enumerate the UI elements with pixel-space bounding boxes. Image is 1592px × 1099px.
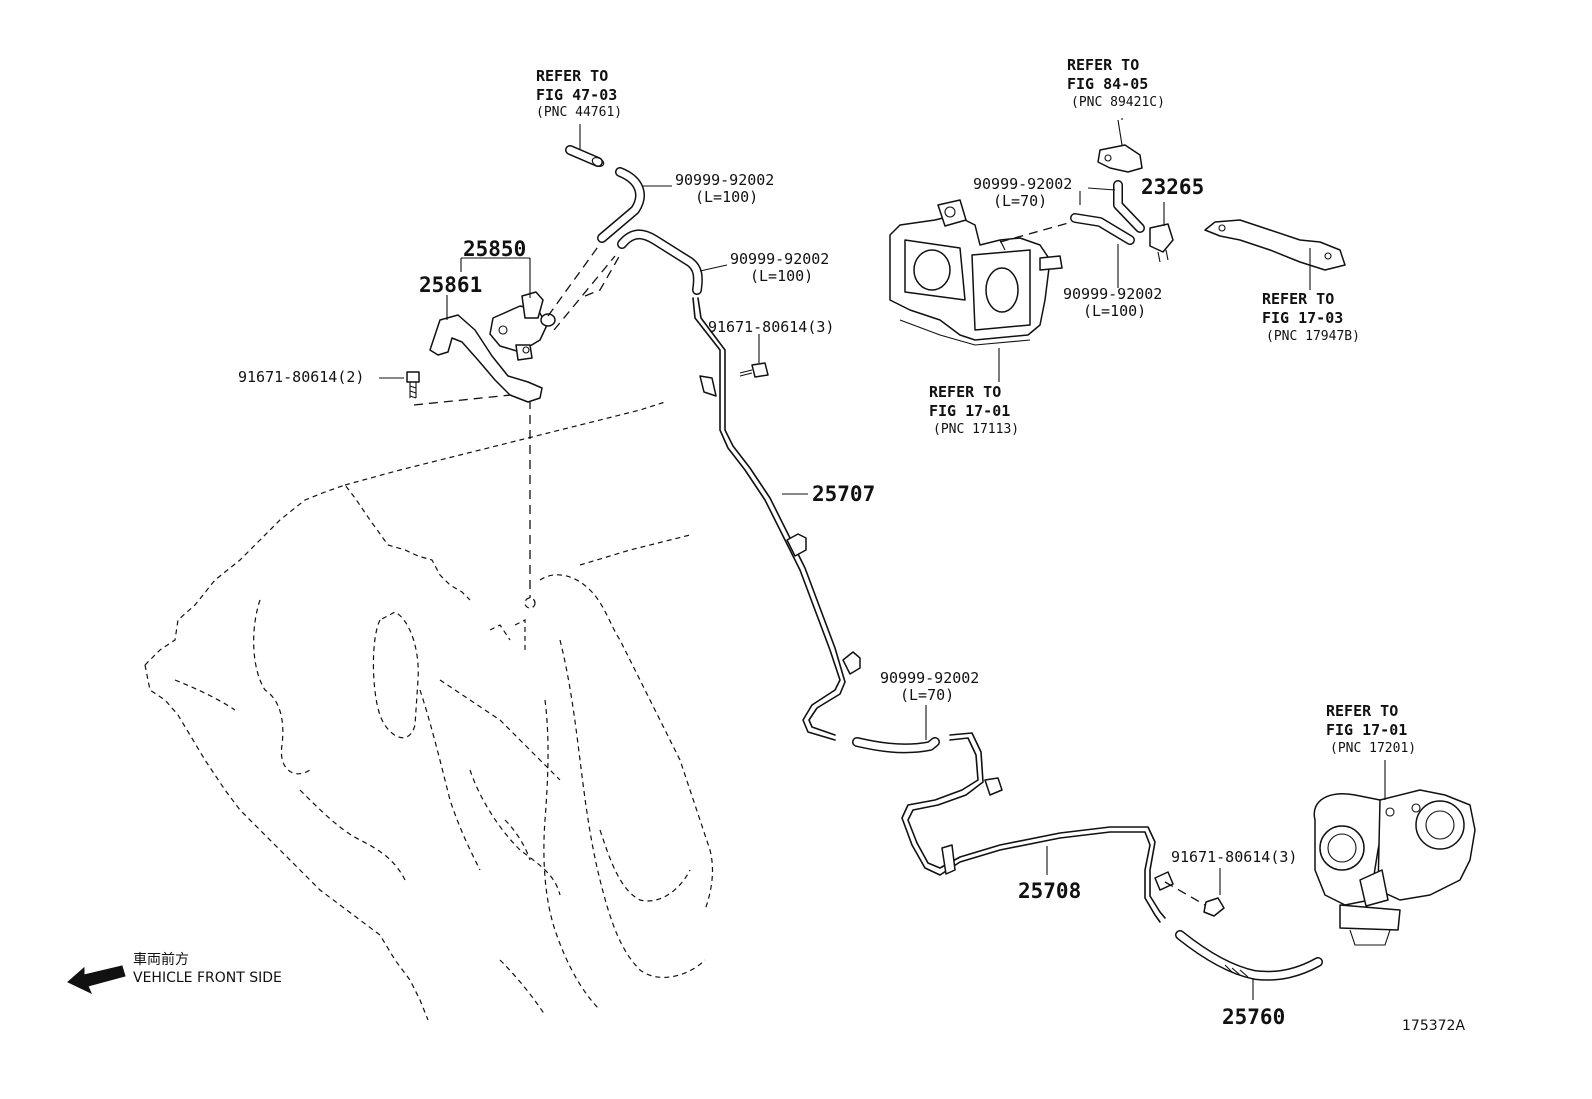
- ref-line3: (PNC 89421C): [1071, 95, 1165, 110]
- ref-line3: (PNC 17201): [1330, 741, 1416, 756]
- hose-label-h1: 90999-92002 (L=100): [675, 171, 774, 206]
- pipe-25707: [692, 297, 861, 741]
- hose-part-number: 90999-92002: [880, 669, 979, 687]
- part-label-25861: 25861: [419, 273, 482, 297]
- ref-line1: REFER TO: [1262, 290, 1334, 308]
- pipe-25708: [901, 732, 1174, 923]
- engine-block-outline: [144, 401, 714, 1021]
- hose-25760: [1175, 930, 1323, 981]
- ref-fig-17-01-upper: REFER TO FIG 17-01 (PNC 17113): [929, 383, 1019, 437]
- hose-length: (L=70): [900, 686, 954, 704]
- ref-line3: (PNC 44761): [536, 105, 622, 120]
- ref-fig-47-03: REFER TO FIG 47-03 (PNC 44761): [536, 67, 622, 120]
- bolt-icon: [406, 371, 420, 399]
- direction-label-en: VEHICLE FRONT SIDE: [133, 970, 282, 986]
- ref-line1: REFER TO: [1326, 702, 1398, 720]
- hose-label-h2: 90999-92002 (L=100): [730, 250, 829, 285]
- hose-part-number: 90999-92002: [675, 171, 774, 189]
- ref-line2: FIG 47-03: [536, 86, 617, 104]
- hose-h3: [1113, 180, 1145, 233]
- ref-line3: (PNC 17113): [933, 422, 1019, 437]
- part-label-25760: 25760: [1222, 1005, 1285, 1029]
- hose-h2: [617, 229, 703, 295]
- ref-line1: REFER TO: [929, 383, 1001, 401]
- hose-part-number: 90999-92002: [1063, 285, 1162, 303]
- bolt-label-b1: 91671-80614(2): [238, 368, 364, 386]
- bolt-icon: [1203, 897, 1225, 917]
- ref-line2: FIG 84-05: [1067, 75, 1148, 93]
- hose-length: (L=100): [695, 188, 758, 206]
- ref-line2: FIG 17-03: [1262, 309, 1343, 327]
- pressure-sensor: [1097, 119, 1143, 173]
- intake-manifold: [889, 199, 1063, 346]
- hose-h4: [1070, 213, 1135, 245]
- hose-h1: [597, 167, 645, 243]
- bolt-icon: [739, 362, 769, 378]
- bolt-label-b3: 91671-80614(3): [1171, 848, 1297, 866]
- bolt-b3-leader: [1164, 881, 1206, 906]
- ref-line1: REFER TO: [536, 67, 608, 85]
- part-label-25708: 25708: [1018, 879, 1081, 903]
- hose-part-number: 90999-92002: [730, 250, 829, 268]
- figure-id: 175372A: [1402, 1018, 1465, 1034]
- manifold-hose-leader: [999, 221, 1073, 243]
- hose-label-h3: 90999-92002 (L=70): [973, 175, 1072, 210]
- vsv-hose-leader-2: [553, 254, 621, 331]
- hose-length: (L=100): [750, 267, 813, 285]
- ref-line2: FIG 17-01: [1326, 721, 1407, 739]
- ref-fig-17-03: REFER TO FIG 17-03 (PNC 17947B): [1262, 290, 1360, 344]
- turbocharger: [1313, 789, 1476, 946]
- ref-line2: FIG 17-01: [929, 402, 1010, 420]
- vsv-assembly: [429, 291, 556, 403]
- hose-part-number: 90999-92002: [973, 175, 1072, 193]
- ref-fig-17-01-lower: REFER TO FIG 17-01 (PNC 17201): [1326, 702, 1416, 756]
- hose-length: (L=100): [1083, 302, 1146, 320]
- vacuum-valve: [1149, 223, 1174, 263]
- hose-from-fig-47-03: [565, 145, 605, 167]
- bracket: [1204, 219, 1346, 271]
- part-label-23265: 23265: [1141, 175, 1204, 199]
- hose-length: (L=70): [993, 192, 1047, 210]
- hose-label-h5: 90999-92002 (L=70): [880, 669, 979, 704]
- hose-label-h4: 90999-92002 (L=100): [1063, 285, 1162, 320]
- bolt-label-b2: 91671-80614(3): [708, 318, 834, 336]
- part-label-25850: 25850: [463, 237, 526, 261]
- ref-line3: (PNC 17947B): [1266, 329, 1360, 344]
- direction-label-jp: 車両前方: [133, 951, 189, 968]
- ref-fig-84-05: REFER TO FIG 84-05 (PNC 89421C): [1067, 56, 1165, 110]
- leader-lines: [379, 118, 1386, 1000]
- part-label-25707: 25707: [812, 482, 875, 506]
- hose-h5: [852, 737, 940, 754]
- ref-line1: REFER TO: [1067, 56, 1139, 74]
- vehicle-front-arrow: 車両前方 VEHICLE FRONT SIDE: [67, 951, 282, 995]
